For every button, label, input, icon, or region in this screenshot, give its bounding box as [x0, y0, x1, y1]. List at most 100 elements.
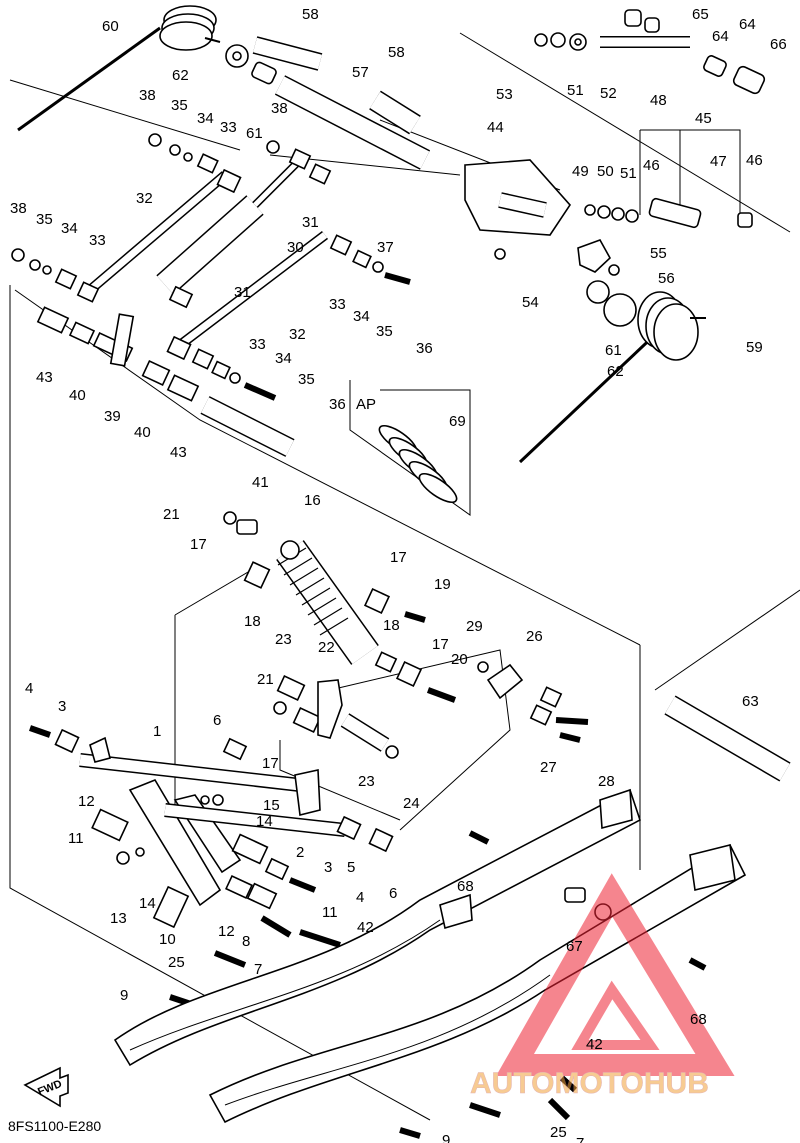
callout-52: 52 [600, 85, 617, 102]
callout-38: 38 [10, 200, 27, 217]
callout-10: 10 [159, 931, 176, 948]
front-arm [79, 736, 394, 1010]
callout-6: 6 [389, 885, 397, 902]
callout-25: 25 [168, 954, 185, 971]
callout-24: 24 [403, 795, 420, 812]
callout-11: 11 [68, 830, 84, 847]
callout-38: 38 [139, 87, 156, 104]
callout-17: 17 [190, 536, 207, 553]
callout-32: 32 [289, 326, 306, 343]
watermark-text: AUTOMOTOHUB [470, 1067, 709, 1100]
callout-41: 41 [252, 474, 269, 491]
callout-64: 64 [739, 16, 756, 33]
callout-23: 23 [275, 631, 292, 648]
callout-51: 51 [620, 165, 637, 182]
callout-13: 13 [110, 910, 127, 927]
callout-37: 37 [377, 239, 394, 256]
callout-12: 12 [218, 923, 235, 940]
torsion-spring-right [518, 291, 706, 464]
detail-label: AP [356, 396, 376, 413]
callout-33: 33 [329, 296, 346, 313]
callout-62: 62 [607, 363, 624, 380]
callout-61: 61 [605, 342, 622, 359]
callout-19: 19 [434, 576, 451, 593]
callout-66: 66 [770, 36, 787, 53]
callout-40: 40 [134, 424, 151, 441]
callout-33: 33 [89, 232, 106, 249]
callout-27: 27 [540, 759, 557, 776]
callout-5: 5 [347, 859, 355, 876]
callout-40: 40 [69, 387, 86, 404]
callout-3: 3 [324, 859, 332, 876]
callout-16: 16 [304, 492, 321, 509]
shock-absorber [276, 540, 379, 665]
diagram-code: 8FS1100-E280 [8, 1118, 101, 1134]
callout-54: 54 [522, 294, 539, 311]
shafts [200, 36, 791, 782]
callout-35: 35 [376, 323, 393, 340]
callout-36: 36 [329, 396, 346, 413]
callout-63: 63 [742, 693, 759, 710]
callout-34: 34 [61, 220, 78, 237]
callout-7: 7 [254, 961, 262, 978]
callout-56: 56 [658, 270, 675, 287]
callout-2: 2 [296, 844, 304, 861]
callout-68: 68 [690, 1011, 707, 1028]
callout-32: 32 [136, 190, 153, 207]
callout-18: 18 [383, 617, 400, 634]
callout-58: 58 [388, 44, 405, 61]
callout-69: 69 [449, 413, 466, 430]
callout-60: 60 [102, 18, 119, 35]
callout-9: 9 [442, 1132, 450, 1143]
callout-57: 57 [352, 64, 369, 81]
callout-6: 6 [213, 712, 221, 729]
callout-33: 33 [220, 119, 237, 136]
callout-9: 9 [120, 987, 128, 1004]
callout-59: 59 [746, 339, 763, 356]
fwd-arrow: FWD [23, 1066, 69, 1108]
callout-35: 35 [36, 211, 53, 228]
callout-67: 67 [566, 938, 583, 955]
callout-35: 35 [298, 371, 315, 388]
callout-50: 50 [597, 163, 614, 180]
small-parts [11, 9, 766, 761]
callout-61: 61 [246, 125, 263, 142]
callout-12: 12 [78, 793, 95, 810]
callout-46: 46 [746, 152, 763, 169]
callout-49: 49 [572, 163, 589, 180]
callout-65: 65 [692, 6, 709, 23]
callout-33: 33 [249, 336, 266, 353]
callout-43: 43 [170, 444, 187, 461]
callout-21: 21 [163, 506, 180, 523]
callout-3: 3 [58, 698, 66, 715]
callout-38: 38 [271, 100, 288, 117]
callout-22: 22 [318, 639, 335, 656]
callout-15: 15 [263, 797, 280, 814]
link-rods [86, 157, 329, 349]
callout-34: 34 [353, 308, 370, 325]
callout-4: 4 [25, 680, 33, 697]
callout-46: 46 [643, 157, 660, 174]
callout-17: 17 [262, 755, 279, 772]
callout-20: 20 [451, 651, 468, 668]
callout-21: 21 [257, 671, 274, 688]
callout-17: 17 [390, 549, 407, 566]
callout-14: 14 [139, 895, 156, 912]
upper-bracket [464, 159, 612, 273]
callout-51: 51 [567, 82, 584, 99]
callout-17: 17 [432, 636, 449, 653]
callout-18: 18 [244, 613, 261, 630]
callout-58: 58 [302, 6, 319, 23]
callout-43: 43 [36, 369, 53, 386]
torsion-spring-left [17, 5, 221, 132]
callout-47: 47 [710, 153, 727, 170]
callout-7: 7 [576, 1135, 584, 1143]
callout-34: 34 [275, 350, 292, 367]
callout-53: 53 [496, 86, 513, 103]
callout-44: 44 [487, 119, 504, 136]
callout-8: 8 [242, 933, 250, 950]
callout-45: 45 [695, 110, 712, 127]
callout-31: 31 [302, 214, 319, 231]
callout-34: 34 [197, 110, 214, 127]
